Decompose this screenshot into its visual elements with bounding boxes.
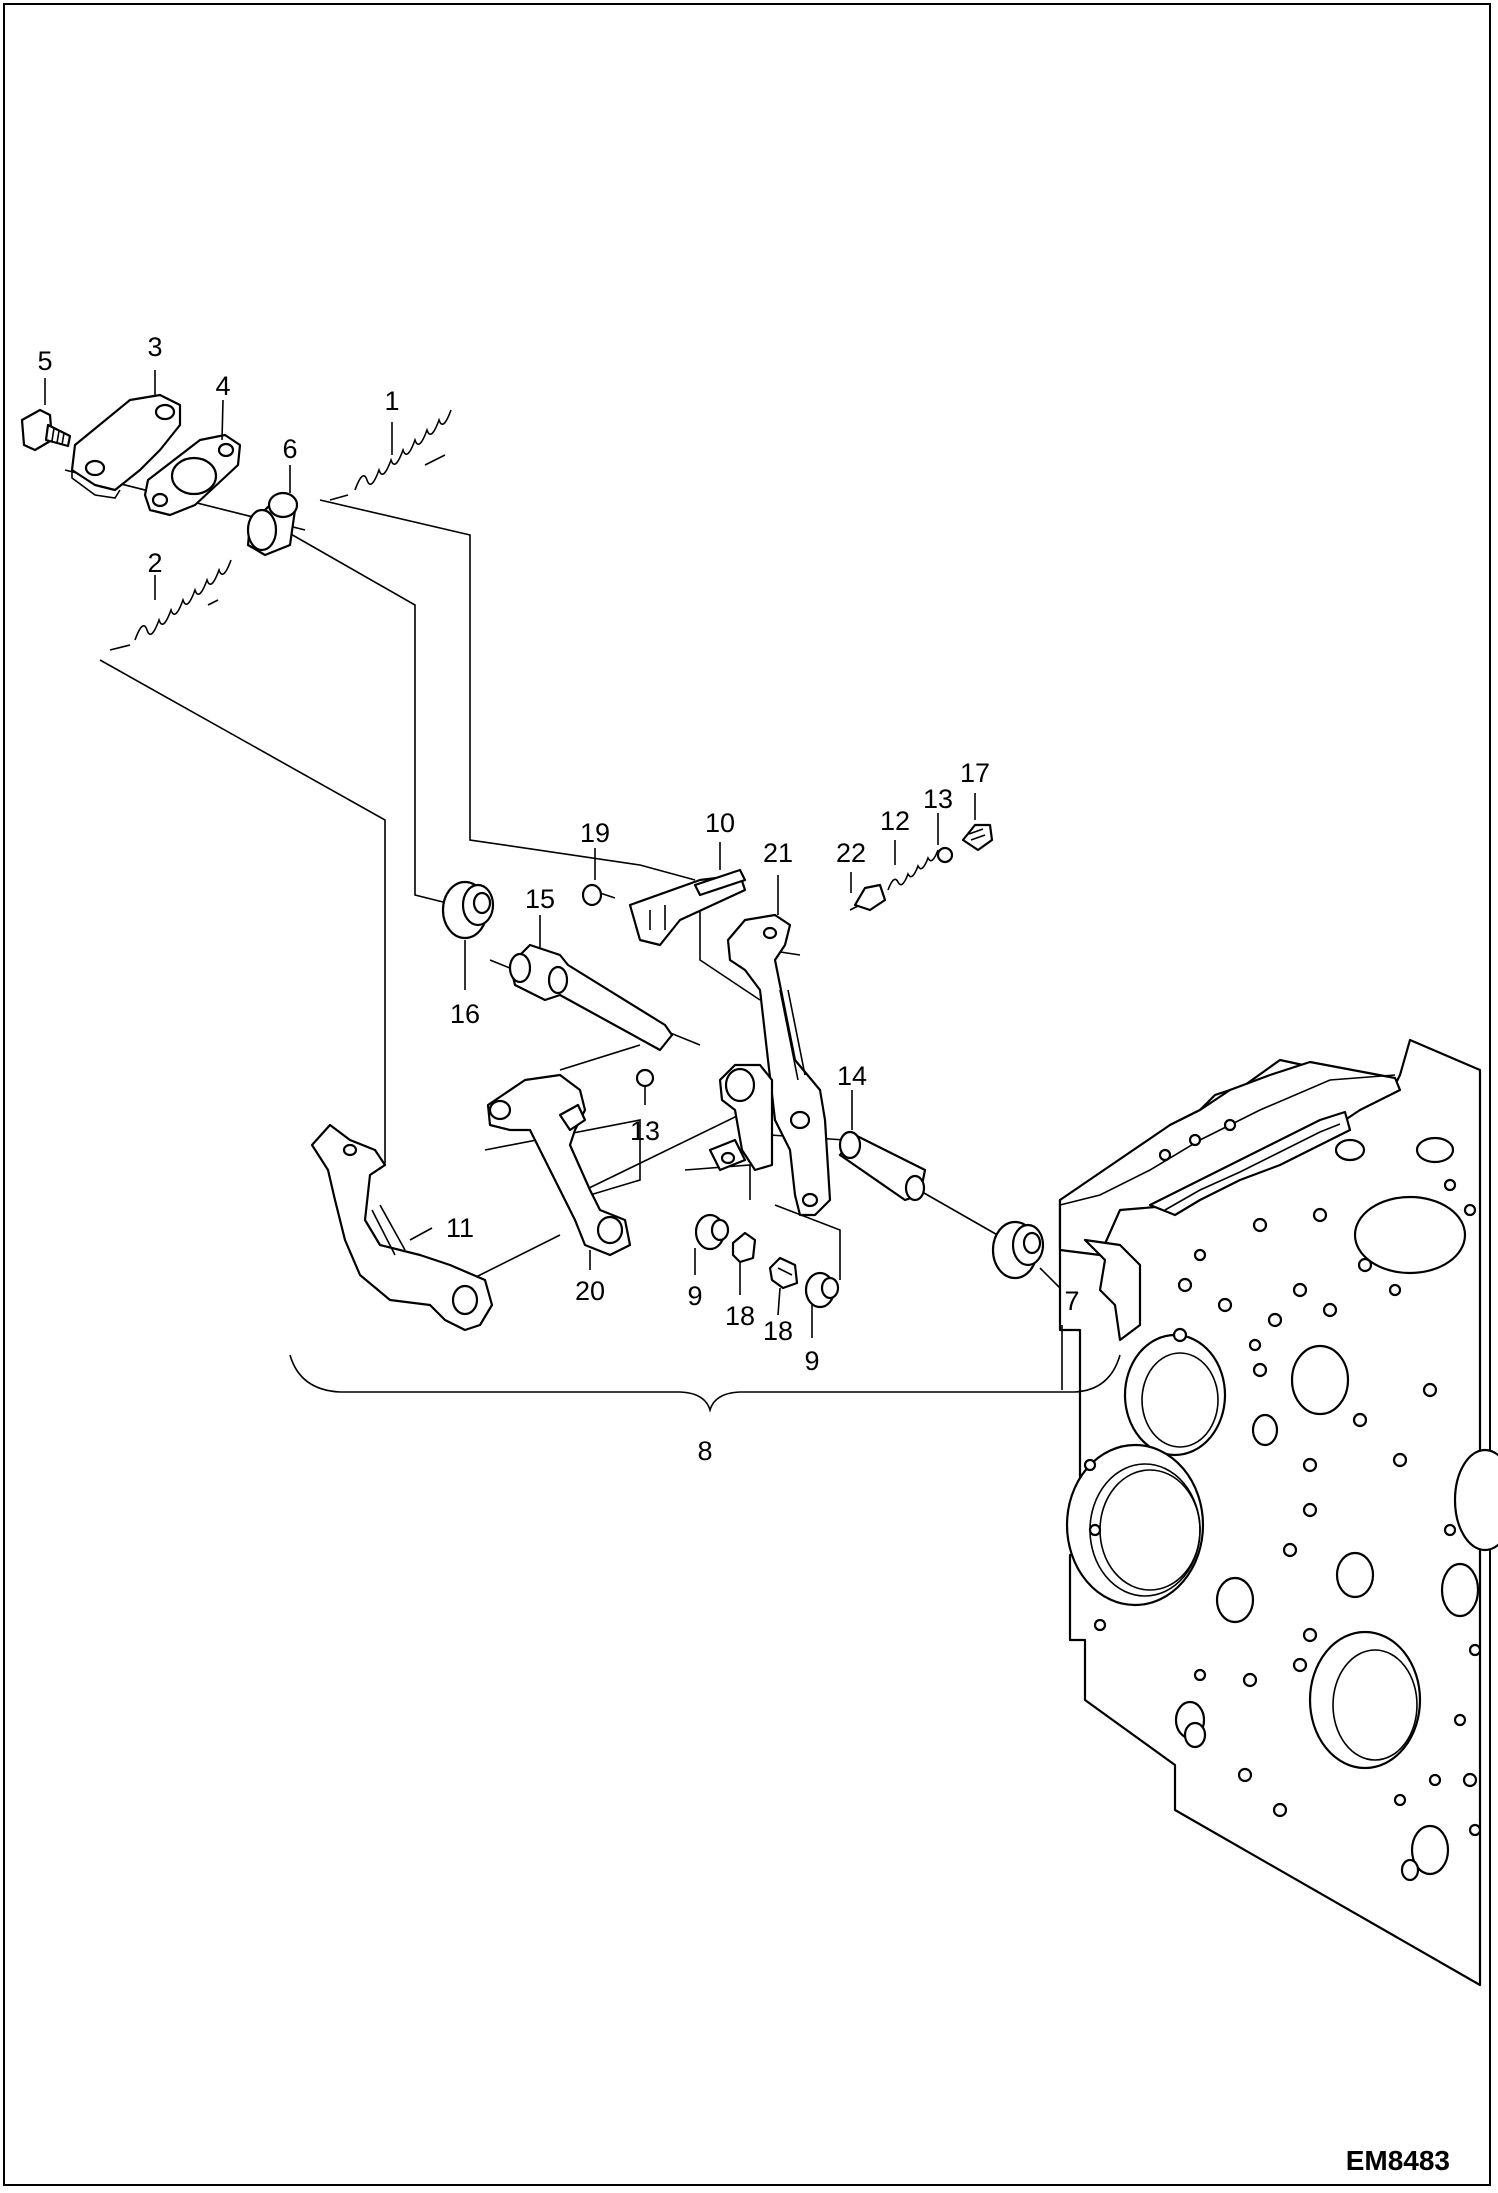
engine-block	[1058, 1038, 1498, 1987]
top-opening-inner	[1164, 1123, 1341, 1211]
align-plane-9	[684, 1164, 751, 1200]
hole-a	[1251, 1413, 1279, 1447]
bore-2	[1065, 1443, 1205, 1607]
drawing-code: EM8483	[1346, 2145, 1450, 2176]
block-bolt-holes	[1083, 1118, 1482, 1837]
callout-21: 21	[763, 838, 793, 868]
pin-18a	[731, 1231, 757, 1264]
spring-1	[329, 409, 452, 501]
plunger-22	[853, 883, 887, 912]
align-line-bushing-6	[274, 524, 456, 906]
shaft-15	[508, 943, 674, 1052]
callout-11: 11	[446, 1213, 474, 1243]
washer-9b	[804, 1271, 840, 1309]
callout-2: 2	[147, 548, 162, 578]
callout-17: 17	[960, 758, 990, 788]
callout-13-lower: 13	[630, 1116, 660, 1146]
hole-d	[1440, 1562, 1480, 1618]
arm-20	[486, 1073, 632, 1257]
bore-top	[1353, 1195, 1467, 1275]
brace-8	[289, 1354, 1121, 1413]
spring-12	[887, 849, 939, 891]
callout-9-left: 9	[687, 1281, 702, 1311]
ball-13-upper	[936, 846, 954, 864]
flange-plate-3	[70, 393, 182, 499]
callout-8: 8	[697, 1436, 712, 1466]
screw-19	[581, 883, 616, 907]
bore-right	[1453, 1448, 1498, 1552]
yoke	[708, 1063, 774, 1172]
callout-10: 10	[705, 808, 735, 838]
callout-4: 4	[215, 371, 230, 401]
align-line-ball-13	[559, 1044, 641, 1071]
callout-5: 5	[37, 346, 52, 376]
block-cutout	[1083, 1238, 1142, 1342]
gasket-4	[143, 433, 242, 517]
callout-leaders	[44, 370, 1063, 1390]
hole-g	[1415, 1136, 1455, 1164]
callout-22: 22	[836, 838, 866, 868]
bolt-5	[20, 408, 72, 452]
align-line-11-20	[469, 1234, 561, 1281]
bearing-7	[991, 1220, 1045, 1280]
bore-1-inner	[1141, 1352, 1219, 1448]
hole-b	[1215, 1576, 1255, 1624]
callout-20: 20	[575, 1276, 605, 1306]
sleeve-14	[838, 1130, 927, 1202]
washer-9a	[694, 1213, 730, 1251]
hole-c	[1335, 1551, 1375, 1599]
bore-3	[1308, 1630, 1422, 1770]
callout-18-left: 18	[725, 1301, 755, 1331]
callout-9-right: 9	[804, 1346, 819, 1376]
align-plane-18	[774, 1204, 841, 1280]
ball-13-lower	[635, 1068, 655, 1088]
callout-15: 15	[525, 884, 555, 914]
callout-16: 16	[450, 999, 480, 1029]
hole-f	[1334, 1138, 1366, 1162]
callout-13-upper: 13	[923, 784, 953, 814]
hole-j	[1400, 1858, 1420, 1882]
align-line-spring-2	[99, 659, 386, 1166]
callout-14: 14	[837, 1061, 867, 1091]
spring-2	[109, 559, 232, 651]
callout-18-right: 18	[763, 1316, 793, 1346]
hole-h	[1183, 1721, 1207, 1749]
bore-3-inner	[1332, 1649, 1418, 1761]
lever-11	[310, 1123, 494, 1332]
hole-i	[1410, 1824, 1450, 1876]
callout-7: 7	[1064, 1286, 1079, 1316]
clip-10	[628, 868, 747, 947]
pin-18b	[768, 1256, 799, 1290]
bearing-16	[441, 880, 495, 940]
bushing-6	[246, 491, 299, 557]
bore-small-1	[1290, 1344, 1350, 1416]
callout-3: 3	[147, 332, 162, 362]
lever-21	[726, 913, 832, 1217]
callout-1: 1	[384, 386, 399, 416]
callout-12: 12	[880, 806, 910, 836]
callout-6: 6	[282, 434, 297, 464]
plug-17	[961, 823, 994, 852]
align-line-spring-1	[319, 499, 696, 881]
callout-labels: 1 2 3 4 5 6 7 8 9 9 10 11 12 13 13 14 15…	[37, 332, 1079, 1466]
callout-19: 19	[580, 818, 610, 848]
